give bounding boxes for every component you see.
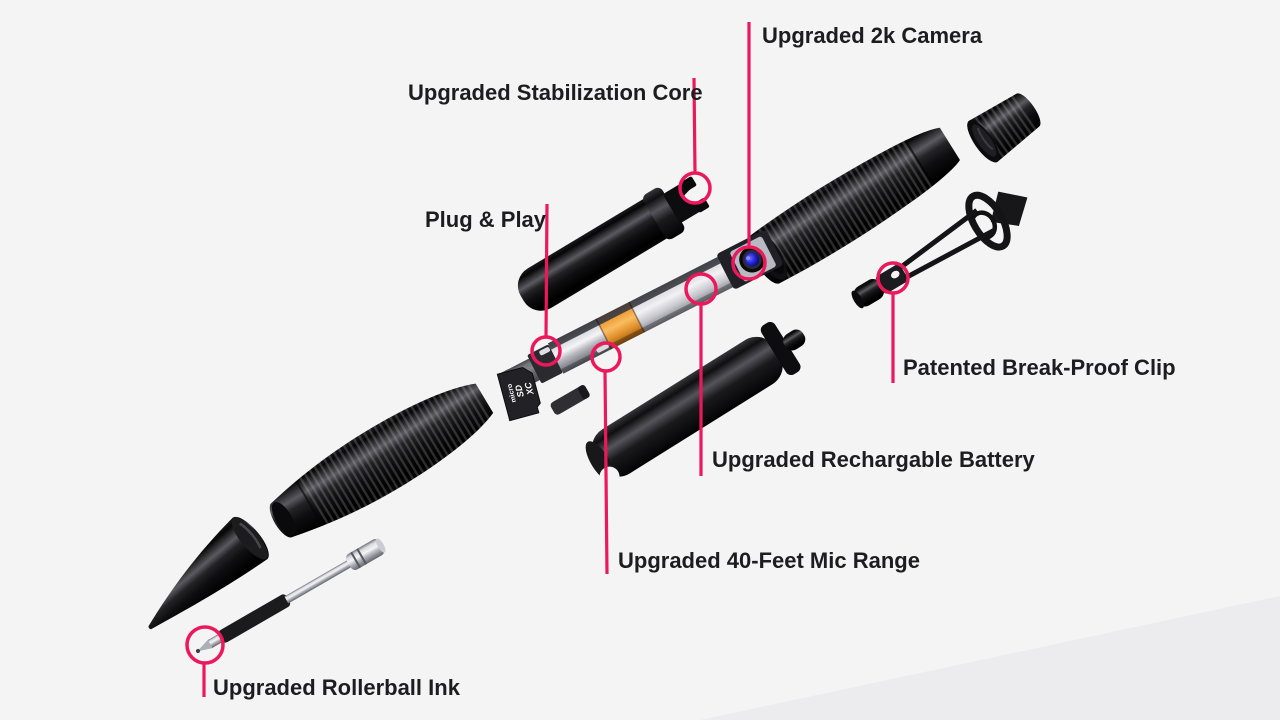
stabilization-core <box>517 176 710 311</box>
marker-circle-stabilization <box>678 171 712 205</box>
refill-rod <box>284 559 353 604</box>
clip-ring <box>965 191 1011 251</box>
label-stabilization: Upgraded Stabilization Core <box>408 80 703 105</box>
sleeve-knob <box>783 329 806 351</box>
leader-line-mic <box>603 370 609 575</box>
board-silver <box>547 318 612 374</box>
ink-refill <box>196 538 386 653</box>
sleeve-rim <box>760 321 801 376</box>
label-battery: Upgraded Rechargable Battery <box>712 447 1035 472</box>
core-collar <box>643 187 685 240</box>
microsd-card: micro SD XC <box>496 366 541 422</box>
camera-lens <box>745 252 760 267</box>
marker-circle-mic <box>590 341 622 373</box>
module-fragment <box>550 385 590 415</box>
break-proof-clip <box>851 191 1028 309</box>
pen-cap <box>967 91 1041 163</box>
nose-cone <box>148 516 269 630</box>
refill-metal-end <box>346 539 385 570</box>
annotations <box>185 22 910 697</box>
clip-junction <box>875 264 909 294</box>
label-mic: Upgraded 40-Feet Mic Range <box>618 548 920 573</box>
marker-circle-rollerball <box>185 625 225 665</box>
marker-circle-camera <box>731 245 767 281</box>
background-shade <box>700 596 1280 720</box>
leader-line-stabilization <box>692 77 697 174</box>
lower-barrel <box>269 371 499 538</box>
microsd-brand-xc: XC <box>523 381 536 397</box>
label-rollerball: Upgraded Rollerball Ink <box>213 675 460 700</box>
marker-circle-plug <box>530 335 562 367</box>
refill-grip <box>218 594 291 643</box>
label-plug: Plug & Play <box>425 207 547 232</box>
label-clip: Patented Break-Proof Clip <box>903 355 1176 380</box>
core-head <box>663 182 702 223</box>
marker-circle-battery <box>684 272 718 306</box>
label-camera: Upgraded 2k Camera <box>762 23 983 48</box>
leader-line-plug <box>544 203 549 338</box>
microsd-brand-micro: micro <box>506 383 518 403</box>
microsd-brand-sd: SD <box>513 383 526 398</box>
marker-circle-clip <box>876 261 910 295</box>
